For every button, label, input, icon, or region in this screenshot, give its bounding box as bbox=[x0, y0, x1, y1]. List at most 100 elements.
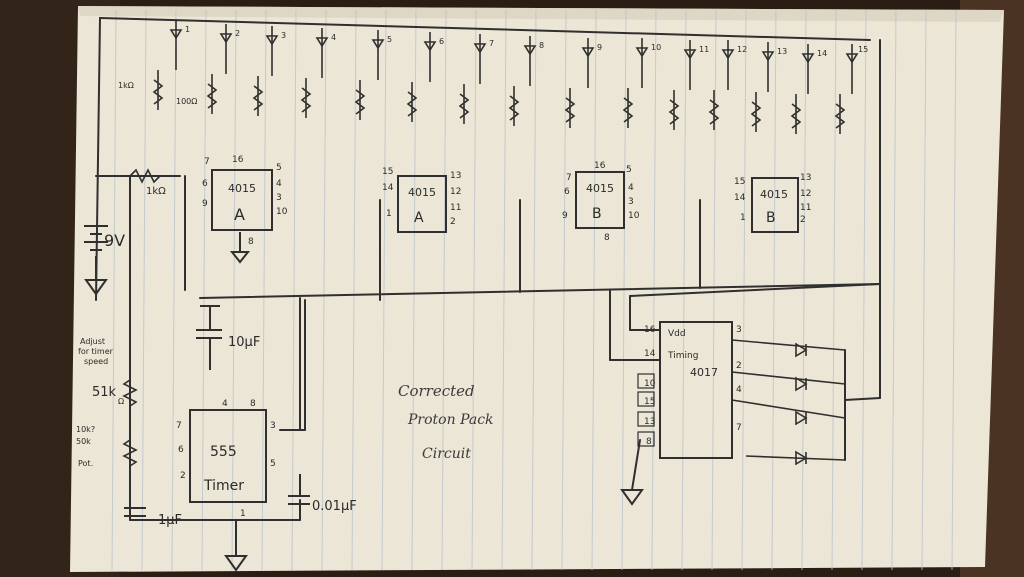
potentiometer bbox=[122, 439, 138, 467]
pin-label: 6 bbox=[202, 179, 208, 189]
led-10 bbox=[622, 38, 649, 128]
capacitor-1uf bbox=[124, 507, 146, 517]
pin-label: 16 bbox=[594, 161, 606, 171]
pin-label: 13 bbox=[644, 417, 655, 427]
chip-sub: A bbox=[414, 210, 424, 226]
led-number: 1 bbox=[185, 25, 190, 34]
chip-sub: A bbox=[234, 205, 245, 224]
chip-sub: B bbox=[592, 206, 602, 222]
shift-register-4: 4015 B 15 13 14 12 1 11 2 bbox=[734, 173, 811, 233]
pin-label: 13 bbox=[800, 173, 811, 183]
pin-label: 7 bbox=[176, 421, 182, 431]
pin-label: 2 bbox=[736, 361, 742, 371]
chip-name: 555 bbox=[210, 444, 237, 460]
counter-4017: Vdd Timing 4017 16 14 3 2 4 7 10 15 13 8 bbox=[637, 321, 742, 459]
pin-label: 3 bbox=[276, 193, 282, 203]
led-number: 12 bbox=[737, 45, 747, 54]
pin-label: 13 bbox=[450, 171, 461, 181]
chip-body bbox=[659, 321, 733, 459]
led-number: 7 bbox=[489, 39, 494, 48]
ground-icon bbox=[229, 232, 251, 264]
led-number: 5 bbox=[387, 35, 392, 44]
pot-label: 10k? bbox=[76, 425, 95, 434]
led-number: 6 bbox=[439, 37, 444, 46]
chip-body bbox=[751, 177, 799, 233]
pin-label: 7 bbox=[566, 173, 572, 183]
pin-label: 1 bbox=[386, 209, 392, 219]
pin-label: 5 bbox=[270, 459, 276, 469]
led-8 bbox=[508, 36, 537, 126]
chip-sub: Timer bbox=[203, 478, 244, 494]
pin-label: 8 bbox=[604, 233, 610, 243]
pin-label: 5 bbox=[626, 165, 632, 175]
led-14 bbox=[790, 44, 815, 134]
pin-label: 4 bbox=[736, 385, 742, 395]
resistor-label: 1kΩ bbox=[146, 186, 166, 197]
pin-label: 15 bbox=[382, 167, 393, 177]
led-number: 15 bbox=[858, 45, 868, 54]
capacitor-label: 1μF bbox=[158, 513, 182, 528]
timer-network: Adjust for timer speed 51k Ω 10k? 50k Po… bbox=[76, 232, 644, 572]
ground-icon bbox=[84, 256, 108, 296]
chip-body bbox=[575, 171, 625, 229]
led-2 bbox=[206, 24, 233, 114]
chip-name: 4015 bbox=[408, 186, 436, 199]
pin-label: 11 bbox=[450, 203, 461, 213]
resistor-unit: Ω bbox=[118, 397, 124, 406]
note-line: Adjust bbox=[80, 337, 105, 346]
pin-label: 4 bbox=[276, 179, 282, 189]
pin-label: 15 bbox=[644, 397, 655, 407]
note-line: for timer bbox=[78, 347, 114, 356]
pin-label: 1 bbox=[240, 509, 246, 519]
vdd-label: Vdd bbox=[668, 329, 686, 339]
led-7 bbox=[458, 34, 487, 124]
led-number: 8 bbox=[539, 41, 544, 50]
battery-label: 9V bbox=[104, 231, 125, 250]
resistor-51k bbox=[122, 379, 138, 407]
led-number: 14 bbox=[817, 49, 827, 58]
pin-label: 2 bbox=[180, 471, 186, 481]
led-number: 11 bbox=[699, 45, 709, 54]
pin-label: 7 bbox=[204, 157, 210, 167]
capacitor-label: 10μF bbox=[228, 335, 260, 350]
led-5 bbox=[354, 30, 385, 120]
chip-name: 4015 bbox=[228, 182, 256, 195]
pin-label: 7 bbox=[736, 423, 742, 433]
led-11 bbox=[668, 40, 697, 130]
led-number: 3 bbox=[281, 31, 286, 40]
battery: 9V bbox=[84, 225, 125, 296]
note-line: speed bbox=[84, 357, 108, 366]
capacitor-10uf bbox=[196, 305, 222, 370]
pin-label: 3 bbox=[270, 421, 276, 431]
chip-body bbox=[189, 409, 267, 503]
pin-label: 3 bbox=[736, 325, 742, 335]
wires bbox=[95, 17, 881, 521]
led-number: 13 bbox=[777, 47, 787, 56]
chip-name: 4015 bbox=[760, 188, 788, 201]
pin-label: 16 bbox=[644, 325, 656, 335]
pin-label: 16 bbox=[232, 155, 244, 165]
led-array bbox=[152, 20, 859, 134]
pin-label: 14 bbox=[644, 349, 656, 359]
chip-name: 4015 bbox=[586, 182, 614, 195]
pin-label: 14 bbox=[382, 183, 394, 193]
led-4 bbox=[300, 28, 329, 118]
pin-label: 6 bbox=[564, 187, 570, 197]
diode-2 bbox=[731, 371, 846, 392]
ground-icon bbox=[620, 489, 644, 506]
pin-label: 11 bbox=[800, 203, 811, 213]
pin-label: 5 bbox=[276, 163, 282, 173]
pin-label: 8 bbox=[250, 399, 256, 409]
pin-label: 15 bbox=[734, 177, 745, 187]
shift-register-1: 4015 A 7 16 5 6 4 9 3 10 8 bbox=[202, 155, 288, 247]
diode-switch-array bbox=[731, 339, 846, 466]
pin-label: 9 bbox=[202, 199, 208, 209]
pin-label: 12 bbox=[450, 187, 461, 197]
led-number: 4 bbox=[331, 33, 336, 42]
pin-label: 4 bbox=[222, 399, 228, 409]
pin-label: 1 bbox=[740, 213, 746, 223]
led-9 bbox=[564, 38, 595, 128]
led-12 bbox=[708, 40, 735, 130]
pin-label: 10 bbox=[644, 379, 656, 389]
